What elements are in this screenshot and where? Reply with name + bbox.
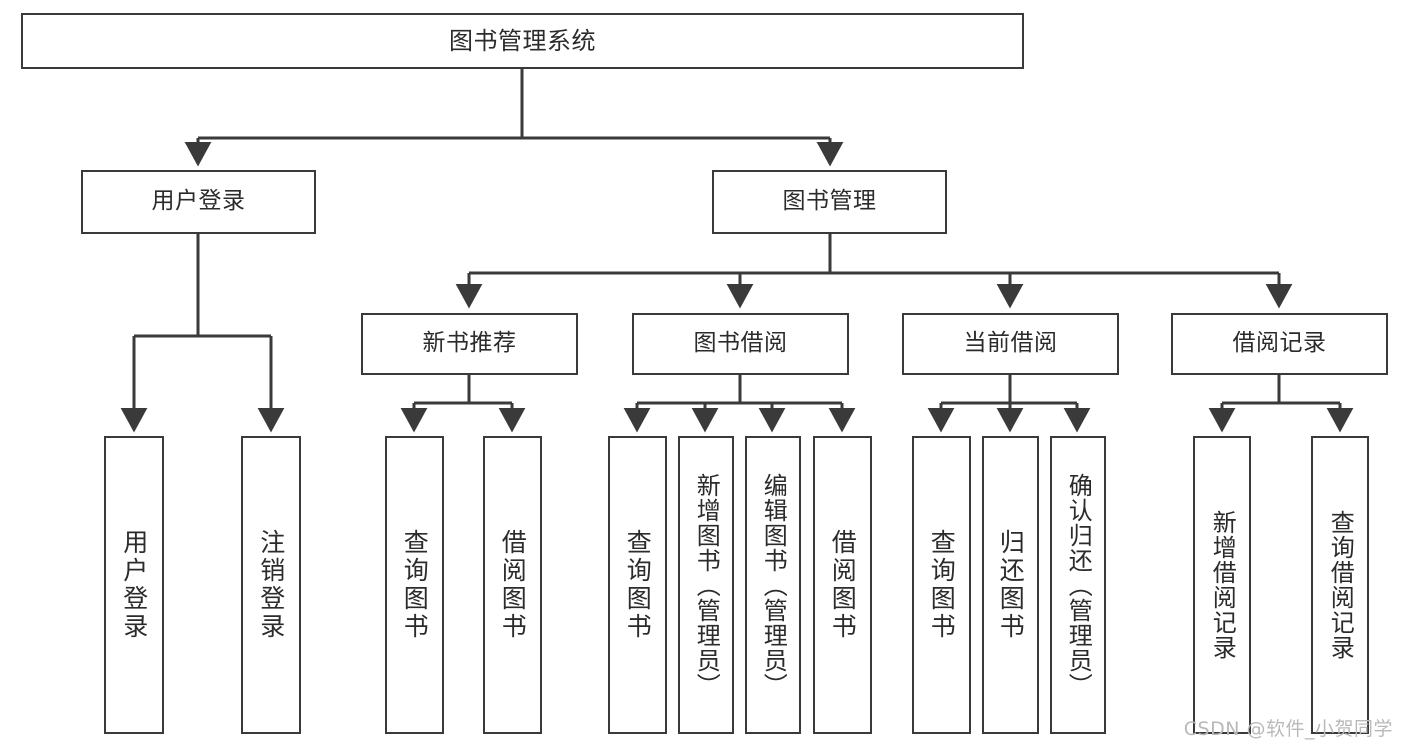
node-label: 用户登录 — [151, 188, 246, 215]
node-label: 新增图书（管理员） — [692, 472, 721, 698]
leaf-return-book[interactable]: 归还图书 — [982, 436, 1039, 734]
node-root-book-management-system[interactable]: 图书管理系统 — [21, 13, 1024, 69]
node-label: 查询图书 — [927, 529, 957, 641]
node-label: 查询图书 — [623, 529, 653, 641]
leaf-query-book-recommend[interactable]: 查询图书 — [385, 436, 444, 734]
node-label: 图书管理 — [782, 188, 877, 215]
leaf-query-book-borrow[interactable]: 查询图书 — [608, 436, 667, 734]
node-user-login[interactable]: 用户登录 — [81, 170, 316, 234]
node-label: 确认归还（管理员） — [1064, 472, 1093, 698]
leaf-user-login[interactable]: 用户登录 — [104, 436, 164, 734]
leaf-query-book-current[interactable]: 查询图书 — [912, 436, 971, 734]
node-book-borrow[interactable]: 图书借阅 — [632, 313, 849, 375]
node-label: 图书管理系统 — [449, 26, 596, 55]
node-label: 查询图书 — [400, 529, 430, 641]
watermark: CSDN @软件_小贺同学 — [1183, 718, 1393, 740]
leaf-add-borrow-record[interactable]: 新增借阅记录 — [1193, 436, 1251, 734]
leaf-add-book-admin[interactable]: 新增图书（管理员） — [678, 436, 734, 734]
node-label: 借阅图书 — [498, 529, 528, 641]
node-current-borrow[interactable]: 当前借阅 — [902, 313, 1119, 375]
node-book-management[interactable]: 图书管理 — [712, 170, 947, 234]
node-label: 当前借阅 — [963, 330, 1058, 357]
node-label: 图书借阅 — [693, 330, 788, 357]
node-borrow-record[interactable]: 借阅记录 — [1171, 313, 1388, 375]
node-label: 编辑图书（管理员） — [759, 472, 788, 698]
node-label: 借阅记录 — [1232, 330, 1327, 357]
node-new-book-recommend[interactable]: 新书推荐 — [361, 313, 578, 375]
node-label: 新书推荐 — [422, 330, 517, 357]
leaf-edit-book-admin[interactable]: 编辑图书（管理员） — [745, 436, 801, 734]
node-label: 用户登录 — [119, 529, 149, 641]
leaf-confirm-return-admin[interactable]: 确认归还（管理员） — [1050, 436, 1106, 734]
node-label: 归还图书 — [996, 529, 1026, 641]
node-label: 新增借阅记录 — [1208, 510, 1237, 660]
node-label: 查询借阅记录 — [1326, 510, 1355, 660]
leaf-query-borrow-record[interactable]: 查询借阅记录 — [1311, 436, 1369, 734]
leaf-borrow-book-recommend[interactable]: 借阅图书 — [483, 436, 542, 734]
leaf-borrow-book[interactable]: 借阅图书 — [813, 436, 872, 734]
node-label: 借阅图书 — [828, 529, 858, 641]
leaf-logout[interactable]: 注销登录 — [241, 436, 301, 734]
node-label: 注销登录 — [256, 529, 286, 641]
